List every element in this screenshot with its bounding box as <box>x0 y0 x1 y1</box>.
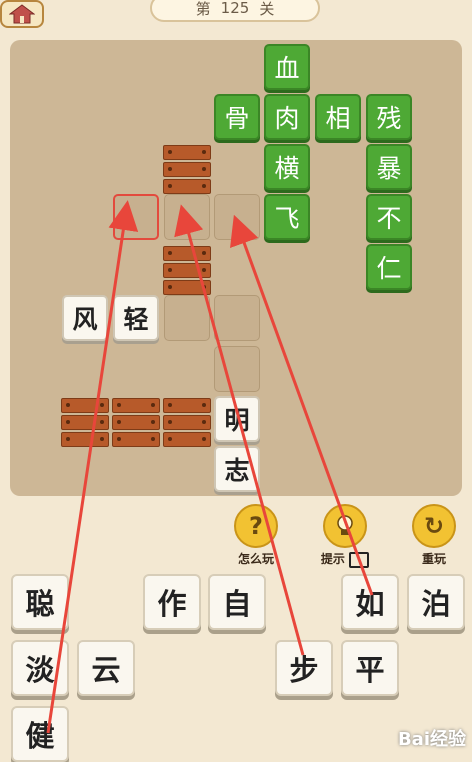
level-indicator: 第 125 关 <box>150 0 320 22</box>
replay-button[interactable]: ↻ 重玩 <box>402 504 466 567</box>
board-tile: 血 <box>264 44 310 90</box>
arrow-line <box>174 204 305 656</box>
replay-label: 重玩 <box>421 552 446 566</box>
empty-slot[interactable] <box>214 295 260 341</box>
level-prefix: 第 <box>195 0 211 18</box>
watermark: Bai经验 <box>397 729 466 750</box>
answer-tile[interactable]: 泊 <box>407 574 465 630</box>
board-tile: 骨 <box>214 94 260 140</box>
home-button[interactable] <box>0 0 44 28</box>
refresh-icon: ↻ <box>412 504 456 548</box>
wood-block <box>163 145 211 194</box>
board-tile: 飞 <box>264 194 310 240</box>
answer-tile[interactable]: 聪 <box>11 574 69 630</box>
arrow-line <box>230 214 374 596</box>
lightbulb-icon <box>323 504 367 548</box>
answer-tile[interactable]: 作 <box>143 574 201 630</box>
wood-block <box>112 398 160 447</box>
level-number: 125 <box>220 0 250 17</box>
board-tile: 横 <box>264 144 310 190</box>
video-icon <box>349 551 370 568</box>
board-tile: 仁 <box>366 244 412 290</box>
answer-tile[interactable]: 如 <box>341 574 399 630</box>
answer-tile[interactable]: 云 <box>77 640 135 696</box>
board-tile: 残 <box>366 94 412 140</box>
board-tile: 不 <box>366 194 412 240</box>
wood-block <box>61 398 109 447</box>
help-label: 怎么玩 <box>237 552 274 566</box>
empty-slot[interactable] <box>164 295 210 341</box>
board-tile[interactable]: 风 <box>62 295 108 341</box>
hint-button[interactable]: 提示 <box>313 504 377 568</box>
wood-block <box>163 398 211 447</box>
answer-tile[interactable]: 平 <box>341 640 399 696</box>
arrow-line <box>46 200 139 734</box>
level-suffix: 关 <box>259 0 275 18</box>
board-tile: 肉 <box>264 94 310 140</box>
answer-tile[interactable]: 步 <box>275 640 333 696</box>
answer-tile[interactable]: 自 <box>208 574 266 630</box>
board-tile: 相 <box>315 94 361 140</box>
home-icon <box>9 4 35 24</box>
board-tile[interactable]: 轻 <box>113 295 159 341</box>
board-tile: 暴 <box>366 144 412 190</box>
hint-label: 提示 <box>320 552 345 566</box>
board-tile[interactable]: 明 <box>214 396 260 442</box>
